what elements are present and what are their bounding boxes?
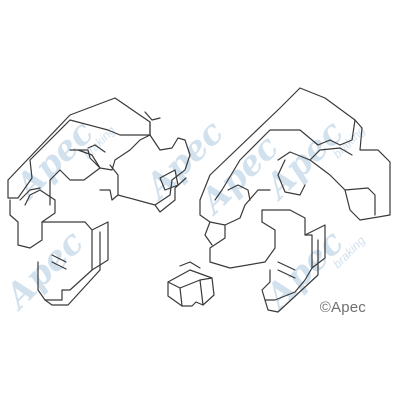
- watermark-left-top: Apec braking: [6, 112, 118, 208]
- clip-small: [167, 261, 215, 307]
- watermark-left-bottom: Apec: [0, 222, 92, 318]
- svg-text:Apec: Apec: [0, 222, 92, 318]
- clip-large-left: [7, 97, 191, 306]
- copyright-label: ©Apec: [319, 299, 366, 316]
- clip-large-right: [199, 87, 391, 313]
